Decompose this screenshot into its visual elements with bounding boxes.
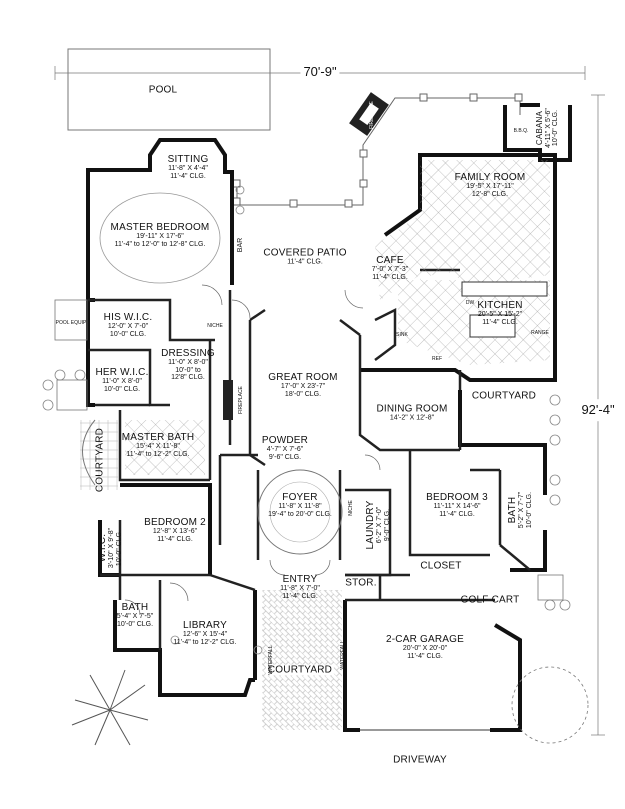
depth-dimension-label: 92'-4" [581,399,615,421]
entry-walk-tile [262,590,342,730]
note-waterfall-right: WATERFALL [340,640,347,670]
cafe-floor-hatch [375,215,420,300]
patio-railing [232,93,523,208]
note-niche-master: NICHE [207,323,223,330]
foyer-inner [269,481,331,543]
room-pool: POOL [148,84,178,96]
pool-equip-box [54,299,88,341]
note-patio-fireplace: FIREPLACE [369,101,376,129]
west-courtyard-arc [82,419,96,486]
great-room-fireplace [223,380,233,420]
room-his-wic: HIS W.I.C.12'-0" X 7'-0"10'-0" CLG. [103,311,153,338]
interior-walls [88,268,531,650]
door-swings [124,284,381,616]
room-her-wic: HER W.I.C.11'-0" X 8'-0"10'-0" CLG. [95,366,149,393]
kitchen-island [469,314,516,338]
master-bath-floor-hatch [125,420,205,475]
note-great-fireplace: FIREPLACE [238,386,245,414]
pool-outline [67,48,271,131]
round-tree [511,666,589,744]
planter-west [56,379,88,411]
room-golf-cart: GOLF CART [460,594,520,606]
patio-fireplace [349,92,389,136]
planter-east [537,574,564,601]
room-storage: STOR. [345,577,377,589]
palm-plant [71,669,149,746]
room-driveway: DRIVEWAY [393,754,447,766]
west-courtyard-tile [80,420,118,490]
room-courtyard-front: COURTYARD [265,664,335,676]
room-courtyard-east: COURTYARD [471,390,537,402]
room-closet: CLOSET [420,560,462,572]
note-bbq: B.B.Q. [513,128,529,135]
room-wic-west: W.I.C.3'-10" X 9'-8"10'-0" CLG. [96,527,123,569]
note-waterfall-left: WATERFALL [268,645,275,675]
foyer-rotunda [257,469,343,555]
note-bar: BAR [237,237,245,253]
note-sink-kitchen: SINK [396,332,408,339]
note-dw: DW [465,300,475,307]
note-niche-foyer: NICHE [348,500,355,516]
note-range: RANGE [531,330,549,337]
kitchen-counter [461,281,548,297]
note-ref: REF [432,356,442,363]
note-pool-equip: POOL EQUIP [55,320,87,327]
width-dimension-label: 70'-9" [300,63,340,81]
family-floor-hatch [420,160,550,285]
room-courtyard-west: COURTYARD [94,427,106,493]
master-rug [99,192,221,284]
